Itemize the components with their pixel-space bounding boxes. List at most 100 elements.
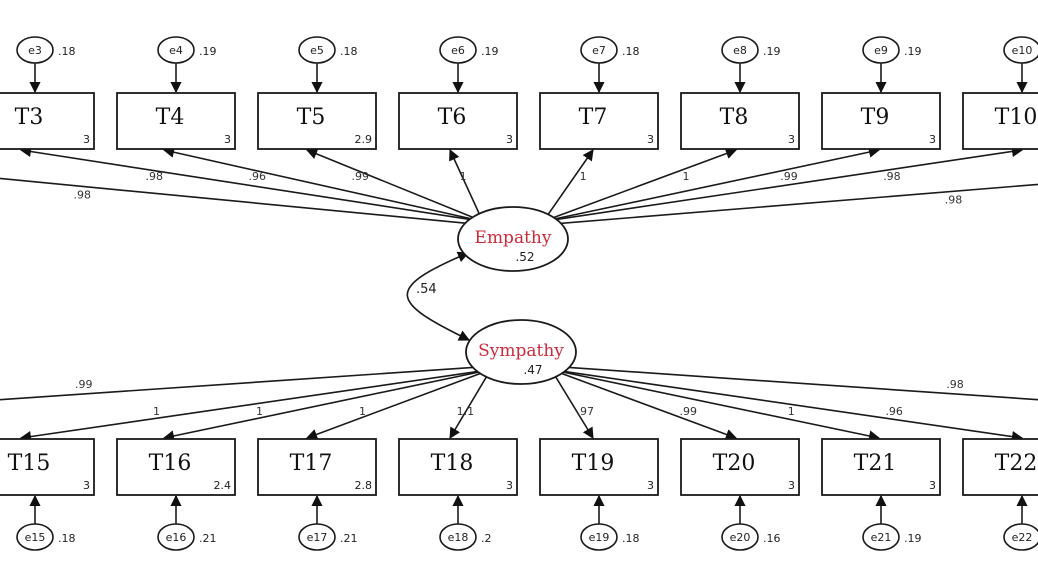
intercept-value: 3 [224, 133, 231, 146]
error-label: e15 [25, 531, 46, 544]
intercept-value: 3 [929, 479, 936, 492]
loading-value: .98 [146, 170, 164, 183]
intercept-value: 2.8 [355, 479, 373, 492]
loading-value: 1 [460, 170, 467, 183]
latent-variance: .47 [523, 363, 542, 377]
observed-label: T8 [720, 105, 749, 130]
loading-arrow-t10 [543, 145, 1024, 223]
error-label: e8 [733, 44, 747, 57]
error-node-e16 [157, 523, 195, 551]
error-variance: .21 [199, 532, 217, 545]
loading-value: .98 [945, 193, 963, 206]
intercept-value: 3 [788, 479, 795, 492]
error-node-e17 [298, 523, 336, 551]
error-label: e20 [730, 531, 751, 544]
observed-label: T21 [854, 451, 897, 476]
error-label: e22 [1012, 531, 1033, 544]
covariance-arrow [406, 251, 471, 341]
loading-arrow-offscreen [0, 365, 489, 401]
error-node-e18 [439, 523, 477, 551]
error-label: e4 [169, 44, 183, 57]
observed-label: T19 [572, 451, 615, 476]
loading-value: .97 [577, 405, 595, 418]
error-variance: .19 [481, 45, 499, 58]
error-node-e3 [16, 36, 54, 64]
error-node-e19 [580, 523, 618, 551]
loading-arrow-t6 [449, 148, 484, 222]
observed-box-t7 [539, 92, 659, 150]
observed-box-t15 [0, 438, 95, 496]
error-node-e6 [439, 36, 477, 64]
observed-box-t19 [539, 438, 659, 496]
error-node-e4 [157, 36, 195, 64]
latent-node-sympathy [465, 319, 577, 385]
error-variance: .19 [763, 45, 781, 58]
loading-arrow-t9 [543, 146, 881, 223]
observed-label: T15 [8, 451, 51, 476]
loading-arrow-t5 [305, 148, 484, 223]
intercept-value: 3 [647, 133, 654, 146]
error-variance: .16 [763, 532, 781, 545]
loading-arrow-t19 [550, 369, 594, 439]
loading-value: .98 [946, 378, 964, 391]
intercept-value: 3 [929, 133, 936, 146]
loading-value: 1 [153, 405, 160, 418]
observed-box-t22 [962, 438, 1038, 496]
error-label: e10 [1012, 44, 1033, 57]
error-variance: .18 [622, 45, 640, 58]
intercept-value: 2.9 [355, 133, 373, 146]
loading-value: .96 [885, 405, 903, 418]
observed-label: T9 [861, 105, 890, 130]
loading-value: 1 [256, 405, 263, 418]
observed-label: T16 [149, 451, 192, 476]
observed-label: T20 [713, 451, 756, 476]
observed-label: T7 [579, 105, 608, 130]
observed-box-t10 [962, 92, 1038, 150]
loading-value: 1 [683, 170, 690, 183]
error-node-e8 [721, 36, 759, 64]
latent-label: Empathy [475, 228, 552, 248]
observed-label: T22 [995, 451, 1038, 476]
loading-value: .96 [249, 170, 267, 183]
loading-value: .99 [780, 170, 798, 183]
error-label: e17 [307, 531, 328, 544]
intercept-value: 3 [647, 479, 654, 492]
observed-label: T5 [297, 105, 326, 130]
observed-label: T10 [995, 105, 1038, 130]
path-edges [0, 63, 1038, 524]
observed-box-t21 [821, 438, 941, 496]
error-label: e21 [871, 531, 892, 544]
loading-value: .98 [74, 188, 92, 201]
loading-arrow-offscreen [0, 177, 481, 226]
loading-arrow-t20 [550, 368, 738, 440]
error-variance: .18 [58, 532, 76, 545]
error-label: e9 [874, 44, 888, 57]
error-variance: .2 [481, 532, 492, 545]
error-node-e20 [721, 523, 759, 551]
error-node-e21 [862, 523, 900, 551]
error-node-e22 [1003, 523, 1038, 551]
loading-value: .99 [75, 378, 93, 391]
error-node-e7 [580, 36, 618, 64]
error-node-e5 [298, 36, 336, 64]
loading-arrow-t17 [305, 368, 492, 440]
error-label: e19 [589, 531, 610, 544]
loading-value: .99 [680, 405, 698, 418]
latent-node-empathy [457, 206, 569, 272]
observed-box-t17 [257, 438, 377, 496]
intercept-value: 3 [788, 133, 795, 146]
error-label: e18 [448, 531, 469, 544]
observed-box-t20 [680, 438, 800, 496]
path-nodes: T33e3.18T43e4.19T52.9e5.18T63e6.19T73e7.… [0, 36, 1038, 551]
error-variance: .19 [199, 45, 217, 58]
error-label: e5 [310, 44, 324, 57]
latent-variance: .52 [515, 250, 534, 264]
error-node-e9 [862, 36, 900, 64]
intercept-value: 2.4 [214, 479, 232, 492]
loading-value: .99 [351, 170, 369, 183]
observed-label: T4 [156, 105, 185, 130]
error-variance: .18 [622, 532, 640, 545]
error-variance: .21 [340, 532, 358, 545]
